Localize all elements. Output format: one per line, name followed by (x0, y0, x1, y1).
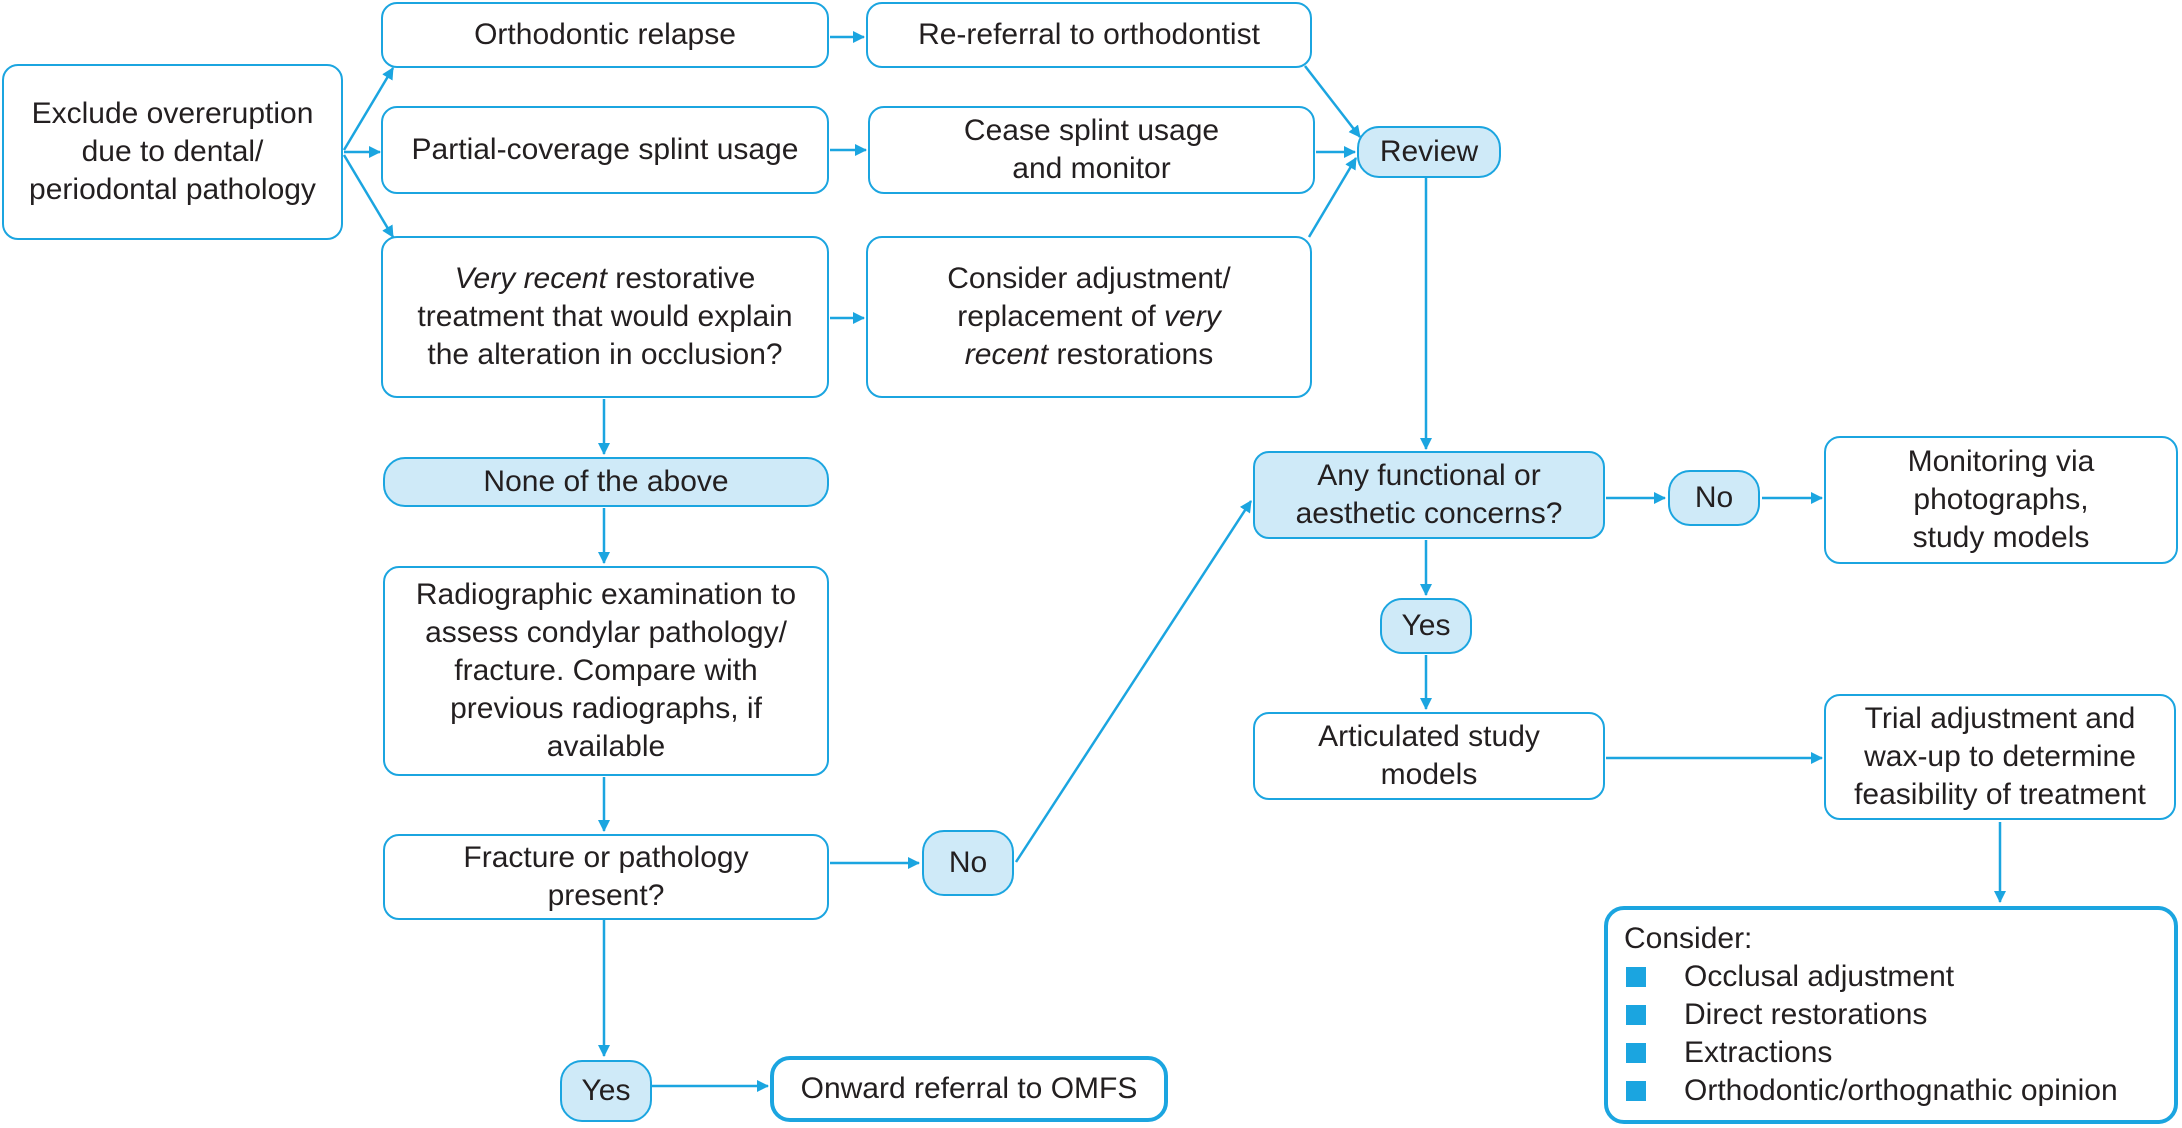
consider-item: Occlusal adjustment (1624, 958, 2118, 996)
no-concerns-label: No (1694, 481, 1734, 514)
consider-options-box: Consider: Occlusal adjustment Direct res… (1604, 906, 2178, 1124)
consider-item-label: Orthodontic/orthognathic opinion (1684, 1074, 2118, 1107)
bullet-square-icon (1626, 1043, 1646, 1063)
fracture-question-label: Fracture or pathology present? (463, 841, 749, 912)
articulated-models-label: Articulated study models (1318, 720, 1540, 791)
recent-restorative-box: Very recent restorative treatment that w… (381, 236, 829, 398)
consider-list: Occlusal adjustment Direct restorations … (1624, 958, 2118, 1110)
re-referral-box: Re-referral to orthodontist (866, 2, 1312, 68)
consider-title: Consider: (1624, 922, 1753, 955)
splint-usage-label: Partial-coverage splint usage (411, 133, 799, 166)
orthodontic-relapse-box: Orthodontic relapse (381, 2, 829, 68)
trial-adjustment-box: Trial adjustment and wax-up to determine… (1824, 694, 2176, 820)
exclude-overeruption-label: Exclude overeruption due to dental/ peri… (29, 97, 316, 206)
consider-item-label: Extractions (1684, 1036, 1833, 1069)
bullet-square-icon (1626, 1081, 1646, 1101)
none-of-the-above-label: None of the above (483, 465, 729, 498)
no-fracture-box: No (922, 830, 1014, 896)
yes-fracture-label: Yes (581, 1074, 631, 1107)
consider-content: Consider: Occlusal adjustment Direct res… (1624, 920, 2118, 1110)
consider-adjustment-box: Consider adjustment/ replacement of very… (866, 236, 1312, 398)
bullet-square-icon (1626, 967, 1646, 987)
consider-item: Orthodontic/orthognathic opinion (1624, 1072, 2118, 1110)
adjust-pre: Consider adjustment/ replacement of (947, 262, 1231, 333)
arrow-exclude-to-recent (342, 154, 395, 238)
concerns-question-label: Any functional or aesthetic concerns? (1295, 459, 1563, 530)
very-recent-emphasis: Very recent (454, 262, 607, 295)
consider-adjustment-text: Consider adjustment/ replacement of very… (924, 260, 1254, 374)
recent-restorative-text: Very recent restorative treatment that w… (395, 260, 815, 374)
monitoring-box: Monitoring via photographs, study models (1824, 436, 2178, 564)
no-fracture-label: No (948, 846, 988, 879)
yes-concerns-label: Yes (1401, 609, 1451, 642)
consider-item-label: Direct restorations (1684, 998, 1928, 1031)
adjust-post: restorations (1048, 338, 1214, 371)
orthodontic-relapse-label: Orthodontic relapse (474, 18, 736, 51)
radiographic-examination-label: Radiographic examination to assess condy… (415, 578, 797, 763)
adjust-very-recent-emphasis: very recent (964, 300, 1221, 371)
review-box: Review (1357, 126, 1501, 178)
cease-splint-box: Cease splint usage and monitor (868, 106, 1315, 194)
omfs-referral-box: Onward referral to OMFS (770, 1056, 1168, 1122)
omfs-referral-label: Onward referral to OMFS (800, 1072, 1138, 1105)
none-of-the-above-box: None of the above (383, 457, 829, 507)
exclude-overeruption-box: Exclude overeruption due to dental/ peri… (2, 64, 343, 240)
concerns-question-box: Any functional or aesthetic concerns? (1253, 451, 1605, 539)
consider-item: Direct restorations (1624, 996, 2118, 1034)
fracture-question-box: Fracture or pathology present? (383, 834, 829, 920)
cease-splint-label: Cease splint usage and monitor (963, 114, 1220, 185)
arrow-no-to-concerns (1014, 500, 1253, 863)
bullet-square-icon (1626, 1005, 1646, 1025)
yes-fracture-box: Yes (560, 1060, 652, 1122)
recent-restorative-rest: restorative treatment that would explain… (417, 262, 793, 371)
splint-usage-box: Partial-coverage splint usage (381, 106, 829, 194)
consider-item-label: Occlusal adjustment (1684, 960, 1955, 993)
no-concerns-box: No (1668, 470, 1760, 526)
arrow-exclude-to-relapse (342, 67, 395, 151)
trial-adjustment-label: Trial adjustment and wax-up to determine… (1854, 702, 2146, 811)
monitoring-label: Monitoring via photographs, study models (1907, 445, 2095, 554)
yes-concerns-box: Yes (1380, 598, 1472, 654)
review-label: Review (1379, 135, 1479, 168)
articulated-models-box: Articulated study models (1253, 712, 1605, 800)
re-referral-label: Re-referral to orthodontist (918, 18, 1260, 51)
radiographic-examination-box: Radiographic examination to assess condy… (383, 566, 829, 776)
consider-item: Extractions (1624, 1034, 2118, 1072)
arrow-rereferral-to-review (1304, 65, 1361, 138)
arrow-adjust-to-review (1307, 157, 1358, 238)
